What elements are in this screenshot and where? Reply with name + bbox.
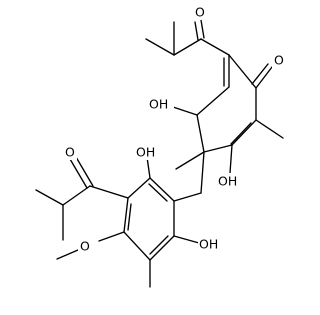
bond [149, 235, 169, 255]
bond [127, 177, 151, 199]
bond [62, 185, 91, 206]
atom-label-oh-ring-left: OH [148, 96, 174, 112]
bond [173, 235, 200, 244]
bond [255, 66, 273, 89]
atom-label-oh-benzene-top: OH [135, 144, 161, 160]
bond [200, 19, 205, 39]
bond [149, 235, 175, 261]
bond [123, 231, 151, 261]
atom-label-oh-ring-lower: OH [217, 173, 243, 189]
bond [146, 156, 151, 179]
atom-label-o-ketone-top: O [193, 4, 207, 20]
svg-text:O: O [80, 239, 90, 254]
svg-text:OH: OH [136, 145, 155, 160]
bond [56, 249, 79, 260]
bond [255, 119, 284, 139]
svg-text:OH: OH [199, 237, 218, 252]
bond [127, 203, 132, 231]
bond [35, 189, 64, 206]
svg-text:OH: OH [218, 174, 237, 189]
bond [148, 183, 168, 202]
bond [98, 231, 125, 242]
atom-label-o-ring-ketone: O [272, 52, 286, 68]
bond [123, 197, 129, 233]
bond [89, 185, 129, 199]
svg-text:O: O [195, 5, 205, 20]
bond [203, 144, 233, 153]
bond [230, 122, 252, 145]
svg-text:OH: OH [149, 97, 168, 112]
bond [173, 192, 202, 202]
bond [231, 119, 257, 146]
svg-text:O: O [274, 53, 284, 68]
bond [69, 158, 88, 189]
bond [145, 38, 175, 56]
bond [196, 86, 230, 116]
bond [200, 38, 230, 56]
bond [172, 106, 198, 116]
bond [228, 54, 257, 89]
bond [149, 177, 175, 202]
bond [173, 38, 202, 56]
bond [175, 151, 205, 170]
bond [251, 63, 269, 85]
atom-label-o-methoxy: O [78, 238, 93, 254]
svg-text:O: O [65, 145, 75, 160]
bond [75, 156, 94, 187]
bond [200, 151, 205, 194]
bond [196, 114, 205, 153]
atom-label-oh-benzene-bottom: OH [198, 236, 224, 252]
bond [194, 21, 199, 41]
atom-label-o-ketone-left: O [63, 144, 77, 160]
bond [229, 144, 233, 174]
